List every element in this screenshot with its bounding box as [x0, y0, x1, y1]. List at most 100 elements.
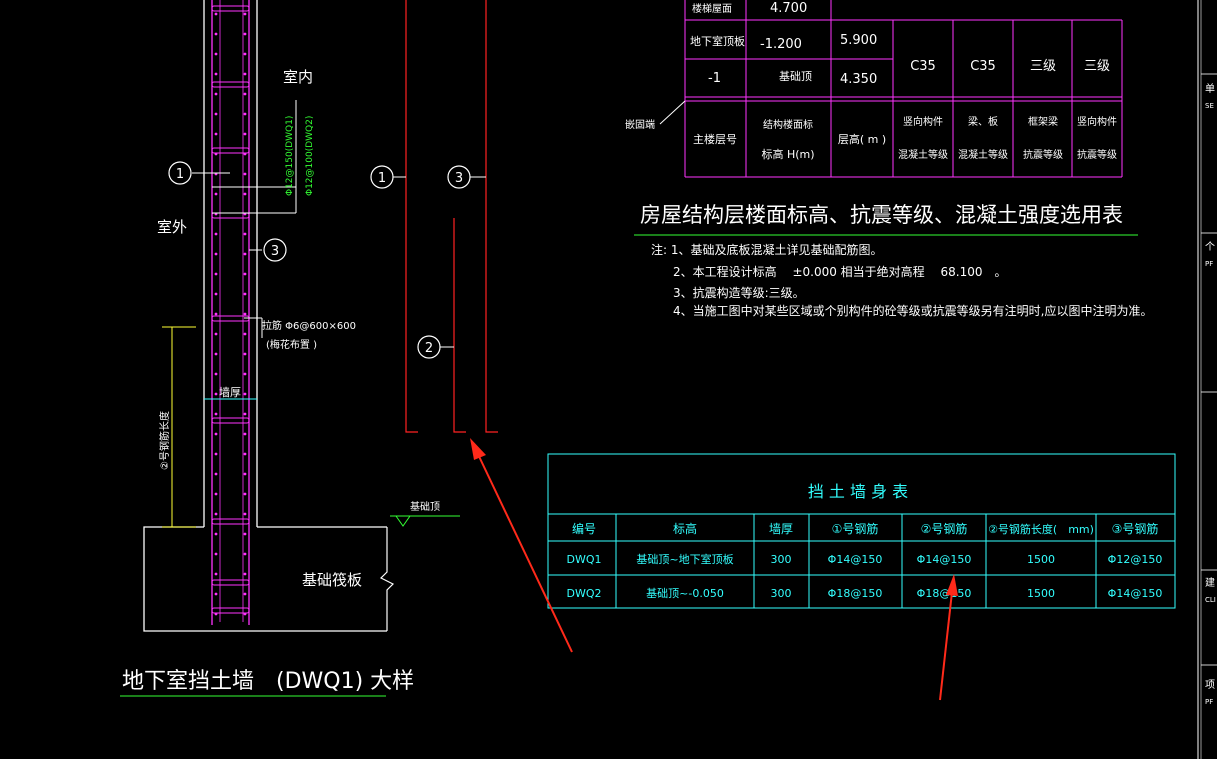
ft-h-c6a: 框架梁 [1028, 115, 1058, 128]
marker-circle-3 [263, 238, 287, 262]
rebar-dot-56 [214, 572, 218, 576]
rebar-dot-36 [214, 372, 218, 376]
wt-cells: 编号 标高 墙厚 ①号钢筋 ②号钢筋 ②号钢筋长度( mm) ③号钢筋 DWQ1… [566, 521, 1162, 600]
rebar-dot-31 [243, 312, 247, 316]
retaining-wall-table: 挡 土 墙 身 表 编号 标高 墙厚 ①号钢筋 ②号钢筋 ②号钢筋长度( mm)… [547, 453, 1176, 609]
tb-label-8: PF [1205, 698, 1213, 706]
floor-elevation-table: 楼梯屋面 4.700 地下室顶板 -1.200 5.900 -1 基础顶 4.3… [625, 0, 1138, 236]
wt-r2-elevation: 基础顶~-0.050 [646, 587, 724, 600]
ft-partial-level: 楼梯屋面 [692, 2, 732, 15]
rebar-dot-35 [243, 352, 247, 356]
red-line-right [485, 0, 498, 433]
rebar-dot-38 [214, 392, 218, 396]
ft-h-c5b: 混凝土等级 [958, 148, 1008, 161]
wall-thickness-label: 墙厚 [219, 385, 241, 399]
ft-merged-grade-a: 三级 [1030, 59, 1056, 74]
ft-merged-c35-a: C35 [910, 59, 936, 74]
marker-3-text: 3 [271, 244, 279, 259]
rebar-dot-3 [243, 32, 247, 36]
rebar-dot-25 [243, 252, 247, 256]
rebar-dot-27 [243, 272, 247, 276]
tie-note: 拉筋 Φ6@600×600 [262, 319, 356, 332]
rebar-dot-43 [243, 432, 247, 436]
rebar-dot-47 [243, 472, 247, 476]
arrow-2-head [946, 574, 958, 596]
tb-label-3: 个 [1205, 241, 1215, 253]
ft-h-c4b: 混凝土等级 [898, 148, 948, 161]
wt-outer-border [547, 453, 1176, 609]
rebar-dot-2 [214, 32, 218, 36]
rebar-dot-39 [243, 392, 247, 396]
rebar-dot-26 [214, 272, 218, 276]
rebar-dot-1 [243, 12, 247, 16]
ft-h-c3: 层高( m ) [838, 132, 886, 146]
wt-header-elevation: 标高 [673, 521, 697, 536]
rebar-dot-59 [243, 592, 247, 596]
marker-1-text: 1 [176, 167, 184, 182]
ft-row2-level: -1 [708, 71, 721, 86]
wt-r1-rebar2-length: 1500 [1027, 553, 1055, 566]
distribution-bar-7 [211, 579, 250, 586]
wt-header-rebar2: ②号钢筋 [921, 521, 968, 536]
rebar-dot-49 [243, 492, 247, 496]
marker-3b-text: 3 [455, 171, 463, 186]
tie-note-sub: (梅花布置 ) [266, 338, 317, 351]
rebar-dot-15 [243, 152, 247, 156]
base-top-label: 基础顶 [410, 500, 440, 513]
rebar-dot-58 [214, 592, 218, 596]
rebar-dot-42 [214, 432, 218, 436]
rebar-dot-57 [243, 572, 247, 576]
rebar-dot-54 [214, 552, 218, 556]
ft-h-c6b: 抗震等级 [1023, 148, 1063, 161]
ft-h-c5a: 梁、板 [968, 115, 998, 128]
note-line-1: 注: 1、基础及底板混凝土详见基础配筋图。 [651, 242, 883, 257]
ft-h-c2b: 标高 H(m) [761, 147, 814, 161]
ft-h-c4a: 竖向构件 [903, 115, 943, 128]
note-line-4: 4、当施工图中对某些区域或个别构件的砼等级或抗震等级另有注明时,应以图中注明为准… [673, 303, 1152, 318]
wt-r1-elevation: 基础顶~地下室顶板 [636, 552, 733, 566]
rebar-dot-34 [214, 352, 218, 356]
rebar-dot-30 [214, 312, 218, 316]
ft-side-leader [659, 100, 686, 125]
tb-label-2: SE [1205, 102, 1214, 110]
rebar-dot-6 [214, 72, 218, 76]
ft-row2-height: 4.350 [840, 72, 877, 87]
rebar-dot-32 [214, 332, 218, 336]
red-line-mid [453, 218, 466, 433]
wt-r1-rebar1: Φ14@150 [828, 553, 883, 566]
wt-r1-rebar2: Φ14@150 [917, 553, 972, 566]
tb-label-5: 建 [1205, 576, 1215, 589]
tb-label-7: 项 [1205, 679, 1215, 691]
raft-break-line [379, 527, 395, 631]
marker-circle-2 [417, 335, 441, 359]
rebar-dot-37 [243, 372, 247, 376]
rebar-dot-13 [243, 132, 247, 136]
rebar-dot-48 [214, 492, 218, 496]
title-block: 单 SE 个 PF 建 CLI 项 PF [1197, 0, 1217, 759]
rebar-dot-51 [243, 512, 247, 516]
note-line-3: 3、抗震构造等级:三级。 [673, 285, 805, 300]
distribution-bar-6 [211, 518, 250, 525]
rebar-dot-55 [243, 552, 247, 556]
wt-r2-rebar1: Φ18@150 [828, 587, 883, 600]
retaining-wall-detail: 基础顶 墙厚 ②号钢筋长度 室内 室外 Φ12@150(DWQ1) Φ12@10… [120, 0, 460, 697]
rebar-dot-7 [243, 72, 247, 76]
ft-merged-c35-b: C35 [970, 59, 996, 74]
wt-r1-id: DWQ1 [566, 553, 601, 566]
rebar-dot-4 [214, 52, 218, 56]
rebar-dot-8 [214, 92, 218, 96]
ft-merged-grade-b: 三级 [1084, 59, 1110, 74]
rebar-dot-46 [214, 472, 218, 476]
rebar-dot-52 [214, 532, 218, 536]
distribution-bar-5 [211, 417, 250, 424]
tb-label-4: PF [1205, 260, 1213, 268]
ft-side-label: 嵌固端 [625, 118, 655, 131]
rebar-dot-40 [214, 412, 218, 416]
rebar-dot-0 [214, 12, 218, 16]
tb-label-1: 单 [1205, 83, 1215, 95]
general-notes: 注: 1、基础及底板混凝土详见基础配筋图。 2、本工程设计标高 ±0.000 相… [651, 242, 1152, 318]
anchor-length-label: ②号钢筋长度 [158, 411, 171, 470]
rebar-dot-33 [243, 332, 247, 336]
